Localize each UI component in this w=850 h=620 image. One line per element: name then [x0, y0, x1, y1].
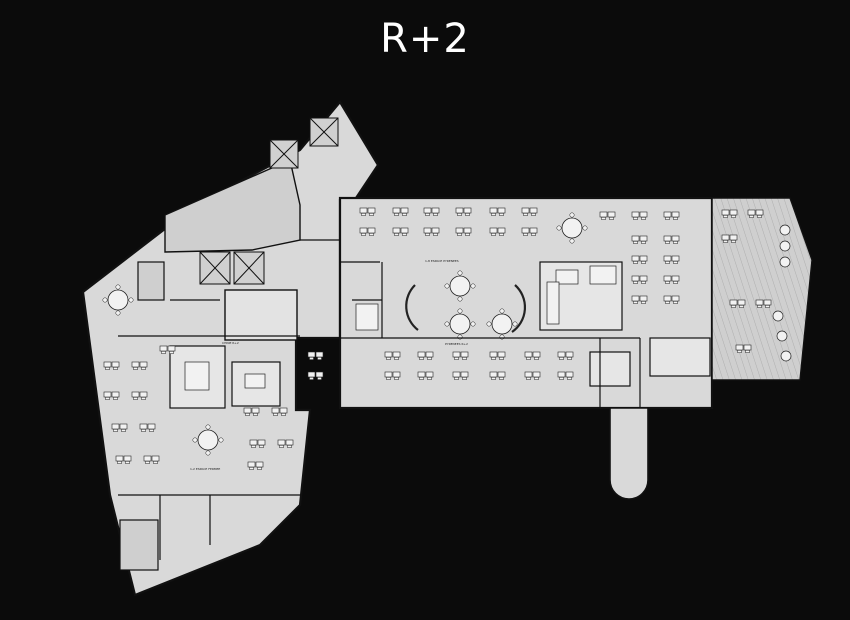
partitions [118, 198, 713, 560]
elevators [199, 117, 339, 285]
sanitary-block [224, 289, 298, 341]
curved-benches [405, 284, 526, 333]
label-pyrenees: PYRENEES R+2 [445, 342, 468, 346]
terrace-furniture [722, 210, 792, 362]
sanitary-right [589, 351, 631, 387]
label-chine: CHINE R+2 [222, 341, 239, 345]
service-room-right [649, 337, 711, 377]
label-espace-center: 1-8 ESPACE PYRENEES [425, 259, 459, 263]
stair-bottom-left [119, 519, 159, 571]
stair-left [137, 261, 165, 301]
core-shaft [164, 159, 301, 253]
label-espace-left: 1-2 ESPACE FERMEE [190, 467, 220, 471]
meeting-tables [184, 265, 617, 391]
terrace [711, 197, 813, 381]
floor-title: R+2 [380, 16, 470, 62]
stair-tower [609, 407, 649, 500]
